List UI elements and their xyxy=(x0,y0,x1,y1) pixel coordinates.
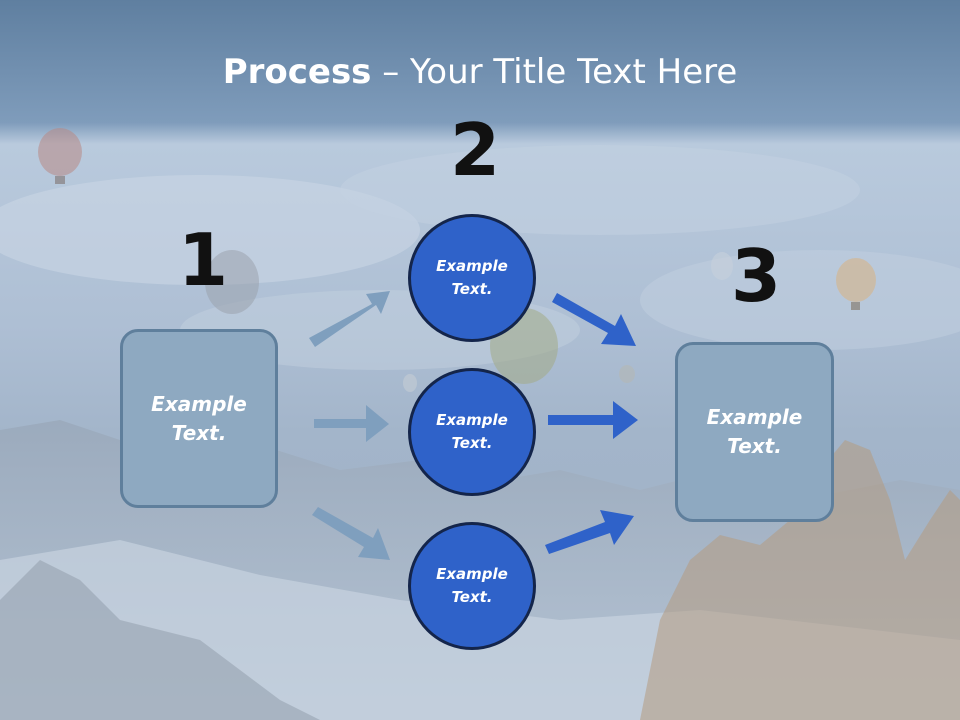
arrow-from-top-node xyxy=(552,293,636,346)
step-number-2: 2 xyxy=(450,108,501,192)
step-number-3: 3 xyxy=(731,234,782,318)
left-arrows xyxy=(309,291,390,560)
step-1-box: Example Text. xyxy=(120,329,278,508)
arrow-to-top-node xyxy=(309,291,390,347)
step-3-box: Example Text. xyxy=(675,342,834,522)
arrow-to-bottom-node xyxy=(312,507,390,560)
middle-node-top: Example Text. xyxy=(408,214,536,342)
title-rest: – Your Title Text Here xyxy=(371,52,738,92)
arrow-to-center-node xyxy=(314,405,389,442)
middle-node-bottom: Example Text. xyxy=(408,522,536,650)
arrow-from-center-node xyxy=(548,401,638,439)
right-arrows xyxy=(545,293,638,554)
arrow-from-bottom-node xyxy=(545,510,634,554)
slide-title: Process – Your Title Text Here xyxy=(0,52,960,92)
step-number-1: 1 xyxy=(178,218,229,302)
middle-node-center: Example Text. xyxy=(408,368,536,496)
title-bold: Process xyxy=(222,52,372,92)
